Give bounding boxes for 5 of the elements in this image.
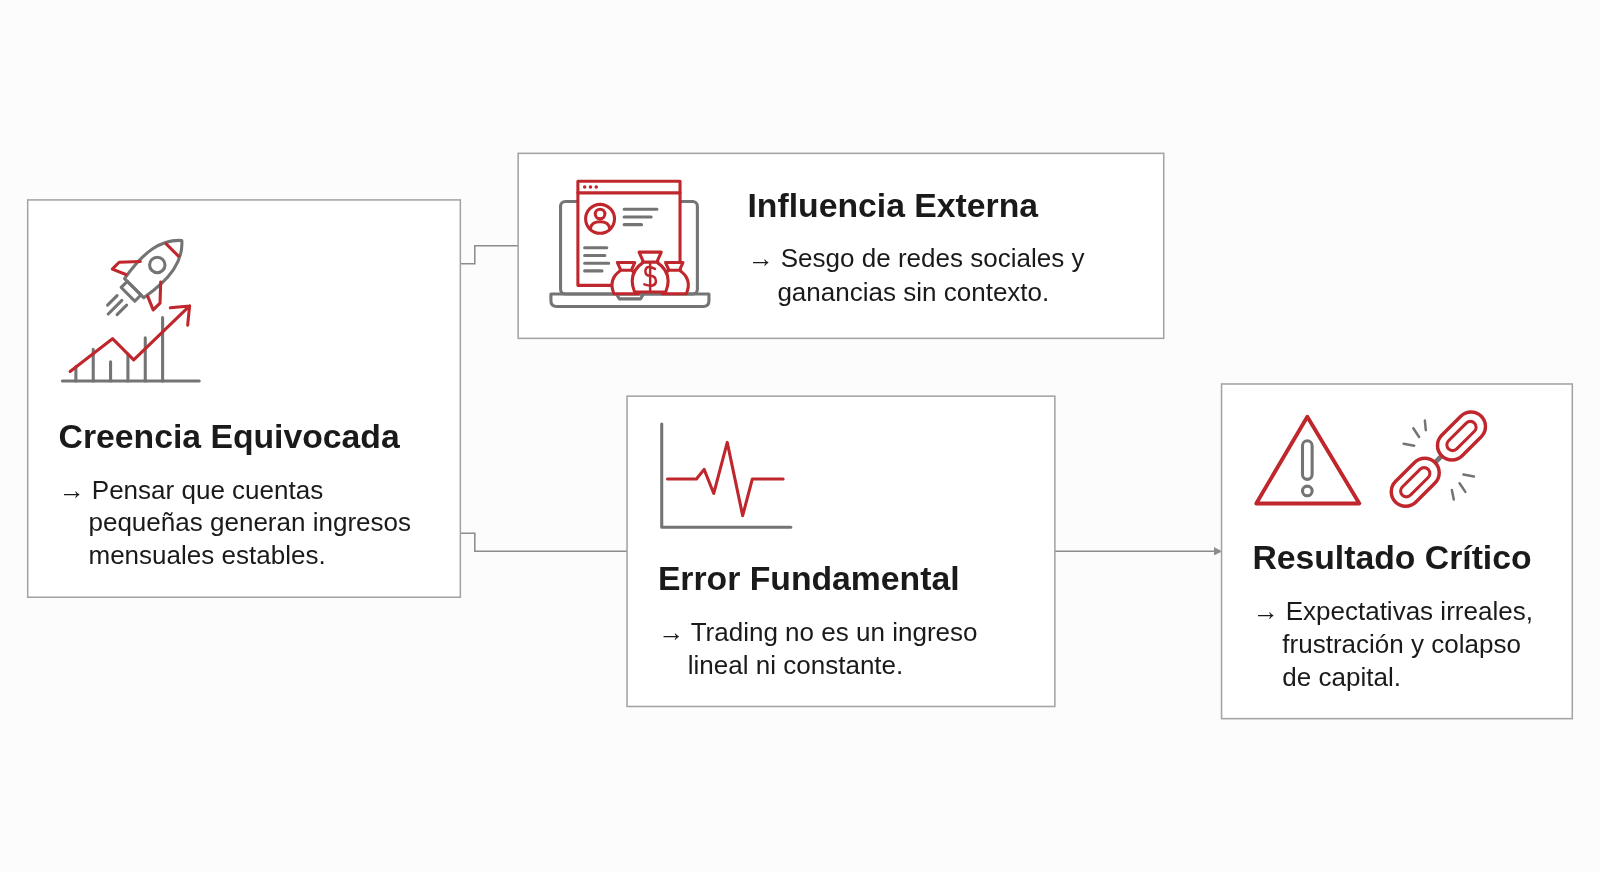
arrow bbox=[1054, 547, 1222, 556]
node-box: Resultado Crítico → Expectativas irreales, frustración y colapso de capital. bbox=[1220, 383, 1574, 720]
node-box: Influencia Externa → Sesgo de redes sociales y ganancias sin contexto. bbox=[517, 152, 1165, 340]
node-box: Error Fundamental → Trading no es un ingreso lineal ni constante. bbox=[626, 395, 1056, 708]
node-box: Creencia Equivocada → Pensar que cuentas pequeñas generan ingresos mensuales estables. bbox=[26, 199, 462, 598]
